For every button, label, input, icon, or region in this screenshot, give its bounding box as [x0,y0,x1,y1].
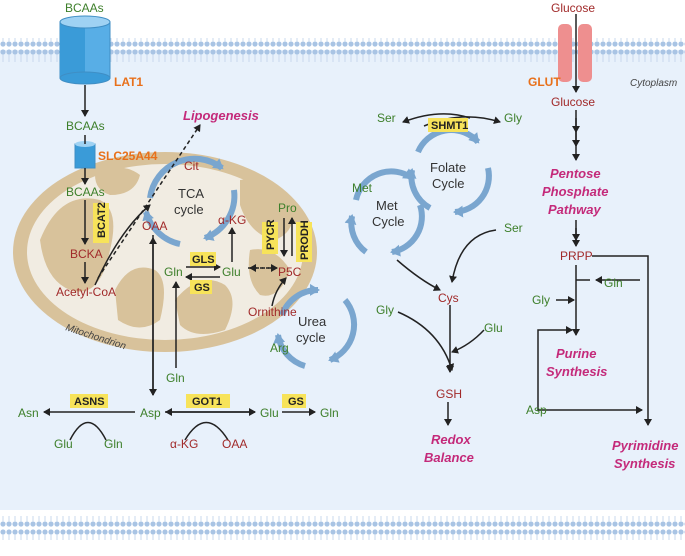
label-redox-line1: Redox [431,432,472,447]
glut-transporter-icon [558,24,592,82]
enzyme-boxes [70,118,468,408]
label-cys: Cys [438,291,459,305]
label-gly-top: Gly [504,111,522,125]
label-met: Met [352,181,373,195]
label-gln-mito: Gln [164,265,183,279]
label-ppp-line3: Pathway [548,202,602,217]
label-glu-mito: Glu [222,265,241,279]
label-gs-mito: GS [194,282,210,294]
label-glu-cytoplasm: Glu [260,406,279,420]
label-lipogenesis: Lipogenesis [183,108,259,123]
label-bcat2: BCAT2 [96,202,108,238]
label-glut: GLUT [528,75,561,89]
label-purine-line2: Synthesis [546,364,607,379]
label-bcaas-cytoplasm: BCAAs [66,119,105,133]
label-glu-gsh: Glu [484,321,503,335]
label-pyrimidine-line1: Pyrimidine [612,438,678,453]
label-ser-right: Ser [504,221,523,235]
label-tca-line1: TCA [178,186,204,201]
label-folate-line1: Folate [430,160,466,175]
label-urea-line2: cycle [296,330,326,345]
label-asns: ASNS [74,396,105,408]
label-gln-asns: Gln [104,437,123,451]
label-acetyl-coa: Acetyl-CoA [56,285,116,299]
label-ser-top: Ser [377,111,396,125]
label-purine-line1: Purine [556,346,596,361]
label-bcka: BCKA [70,247,103,261]
label-gln-cytoplasm: Gln [166,371,185,385]
reaction-arrows [43,14,652,441]
label-lat1: LAT1 [114,75,143,89]
label-gsh: GSH [436,387,462,401]
label-shmt1: SHMT1 [431,120,468,132]
label-bcaas-mitochondria: BCAAs [66,185,105,199]
label-gly-gsh: Gly [376,303,394,317]
label-glucose-extracellular: Glucose [551,1,595,15]
label-arg: Arg [270,341,289,355]
label-redox-line2: Balance [424,450,474,465]
label-oaa-cytoplasm: OAA [222,437,247,451]
met-cycle-arrows [344,168,425,257]
label-cit: Cit [184,159,199,173]
label-gln-prpp: Gln [604,276,623,290]
label-met-cycle-line2: Cycle [372,214,405,229]
plasma-membrane-bottom [0,516,685,540]
label-p5c: P5C [278,265,302,279]
label-pycr: PYCR [265,219,277,250]
label-prodh: PRODH [299,220,311,260]
label-bcaas-extracellular: BCAAs [65,1,104,15]
label-prpp: PRPP [560,249,593,263]
label-met-cycle-line1: Met [376,198,398,213]
label-folate-line2: Cycle [432,176,465,191]
label-gls: GLS [192,254,215,266]
label-ppp-line2: Phosphate [542,184,608,199]
label-glu-asns: Glu [54,437,73,451]
label-pyrimidine-line2: Synthesis [614,456,675,471]
label-ppp-line1: Pentose [550,166,601,181]
label-oaa-mito: OAA [142,219,167,233]
tca-cycle-arrows [142,155,238,247]
label-glucose-cytoplasm: Glucose [551,95,595,109]
label-asn: Asn [18,406,39,420]
label-akg-mito: α-KG [218,213,246,227]
lat1-transporter-icon [59,15,111,85]
label-akg-cytoplasm: α-KG [170,437,198,451]
label-cytoplasm: Cytoplasm [630,78,677,89]
label-gly-purine: Gly [532,293,550,307]
label-got1: GOT1 [192,396,222,408]
label-urea-line1: Urea [298,314,327,329]
label-gs-cytoplasm: GS [288,396,304,408]
label-slc25a44: SLC25A44 [98,149,158,163]
label-gln-gs: Gln [320,406,339,420]
label-asp-right: Asp [526,403,547,417]
label-pro: Pro [278,201,297,215]
label-ornithine: Ornithine [248,305,297,319]
slc25a44-transporter-icon [74,141,96,169]
label-tca-line2: cycle [174,202,204,217]
urea-cycle-arrows [273,283,358,369]
label-asp: Asp [140,406,161,420]
